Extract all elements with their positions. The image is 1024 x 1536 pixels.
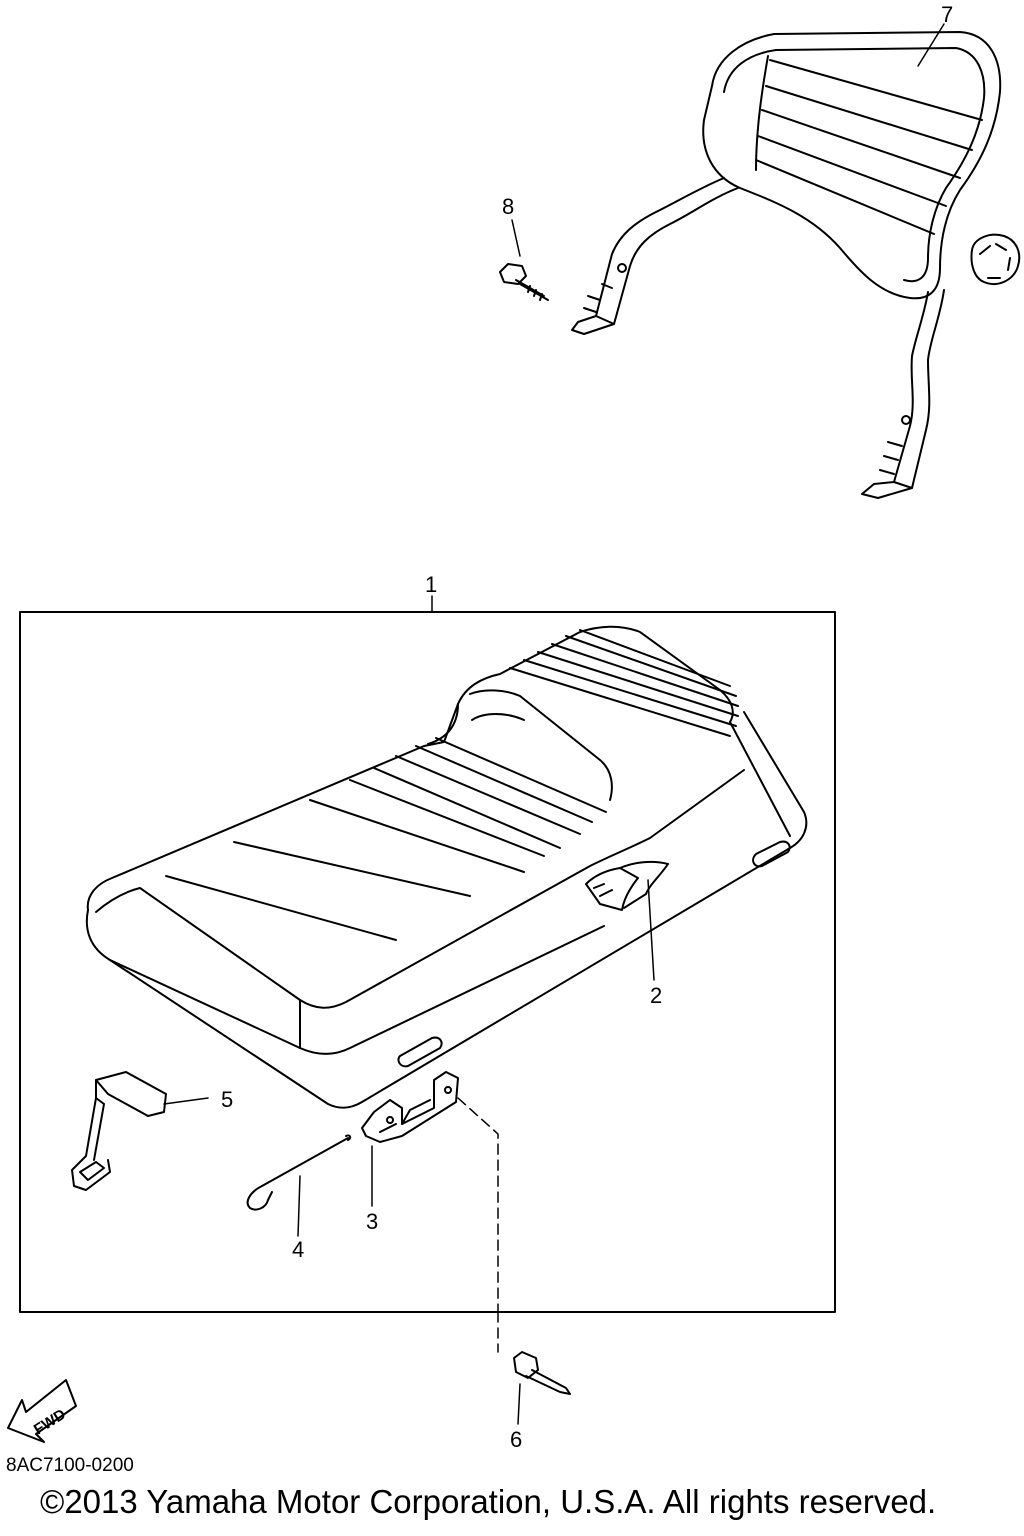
callout-7: 7	[941, 2, 953, 27]
callout-8: 8	[502, 194, 514, 219]
rivet-part-6	[513, 1351, 571, 1395]
copyright-notice: ©2013 Yamaha Motor Corporation, U.S.A. A…	[40, 1483, 937, 1520]
callout-2: 2	[650, 983, 662, 1008]
callout-5: 5	[221, 1087, 233, 1112]
backrest-part-7	[571, 31, 1021, 499]
callout-6: 6	[510, 1427, 522, 1452]
callout-4: 4	[292, 1237, 304, 1262]
drawing-code: 8AC7100-0200	[6, 1455, 134, 1476]
seat-part-1	[85, 625, 808, 1109]
fwd-arrow-icon: FWD	[7, 1379, 77, 1443]
seat-stay-part-5	[71, 1071, 167, 1191]
fwd-label: FWD	[31, 1406, 69, 1439]
bolt-part-8	[499, 263, 549, 301]
leader-lines	[163, 23, 945, 1425]
callout-3: 3	[366, 1209, 378, 1234]
callout-1: 1	[425, 572, 437, 597]
part-1-frame	[19, 611, 836, 1313]
rod-part-4	[246, 1134, 352, 1211]
latch-part-3	[361, 1071, 459, 1143]
